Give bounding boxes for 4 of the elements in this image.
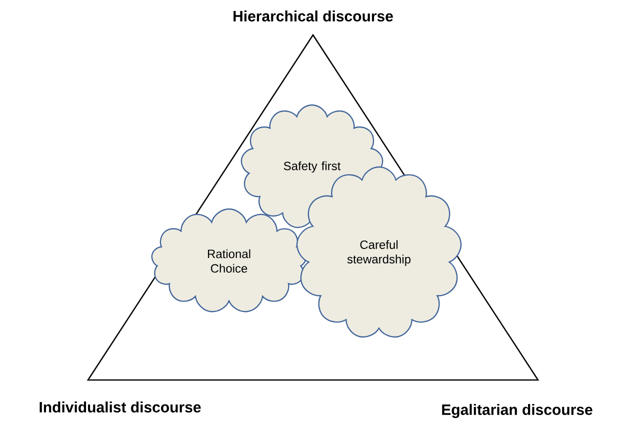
corner-label: Individualist discourse	[40, 402, 201, 412]
cloud: Rational Choice	[151, 208, 307, 312]
corner-label: Egalitarian discourse	[442, 404, 592, 418]
corner-label: Hierarchical discourse	[234, 10, 393, 22]
